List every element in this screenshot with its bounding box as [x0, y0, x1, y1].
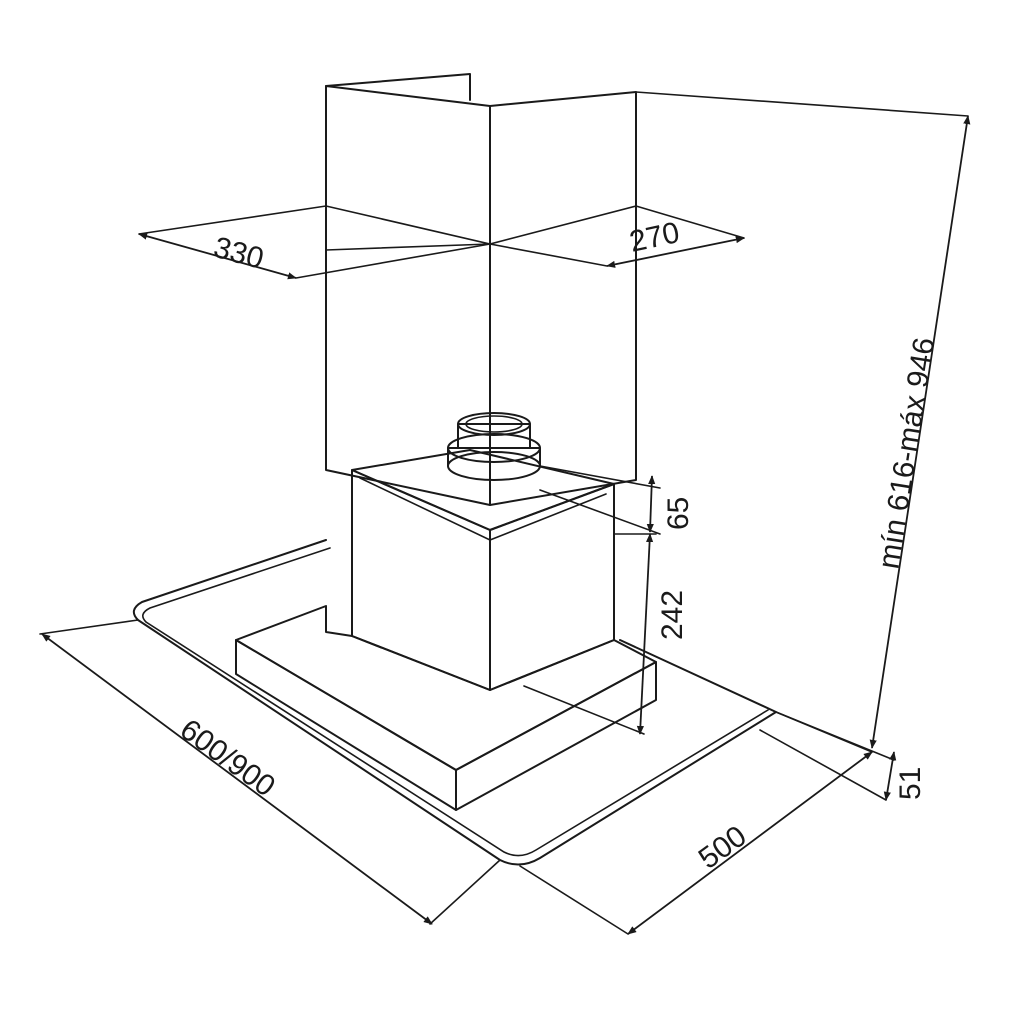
air-outlet [447, 412, 541, 481]
motor-box-front [351, 469, 491, 691]
dimension-242: 242 [523, 533, 689, 735]
dimension-270: 270 [489, 205, 745, 268]
dimension-65: 65 [539, 465, 695, 535]
chimney-top-back [325, 73, 471, 101]
label-330: 330 [210, 231, 267, 276]
label-242: 242 [656, 590, 689, 640]
glass-outer [132, 539, 777, 866]
chimney [325, 73, 637, 506]
motor-box-inner-edge [359, 477, 607, 541]
label-65: 65 [662, 497, 695, 530]
dimension-51: 51 [759, 711, 927, 801]
base-plate-side [455, 661, 657, 811]
label-height-range: mín 616-máx 946 [872, 335, 941, 571]
dimension-600-900: 600/900 [39, 619, 501, 925]
motor-box [351, 449, 615, 691]
glass-canopy [132, 539, 777, 866]
dimension-height: mín 616-máx 946 [635, 91, 971, 749]
chimney-left-face [325, 85, 491, 506]
chimney-cross-left [325, 205, 637, 245]
label-500: 500 [693, 820, 753, 876]
label-51: 51 [894, 767, 927, 800]
chimney-right-face [489, 91, 637, 506]
label-600-900: 600/900 [174, 713, 281, 803]
dimension-330: 330 [138, 205, 491, 280]
base-plate [235, 605, 657, 811]
chimney-cross-right [325, 243, 491, 251]
base-plate-top [235, 605, 657, 771]
